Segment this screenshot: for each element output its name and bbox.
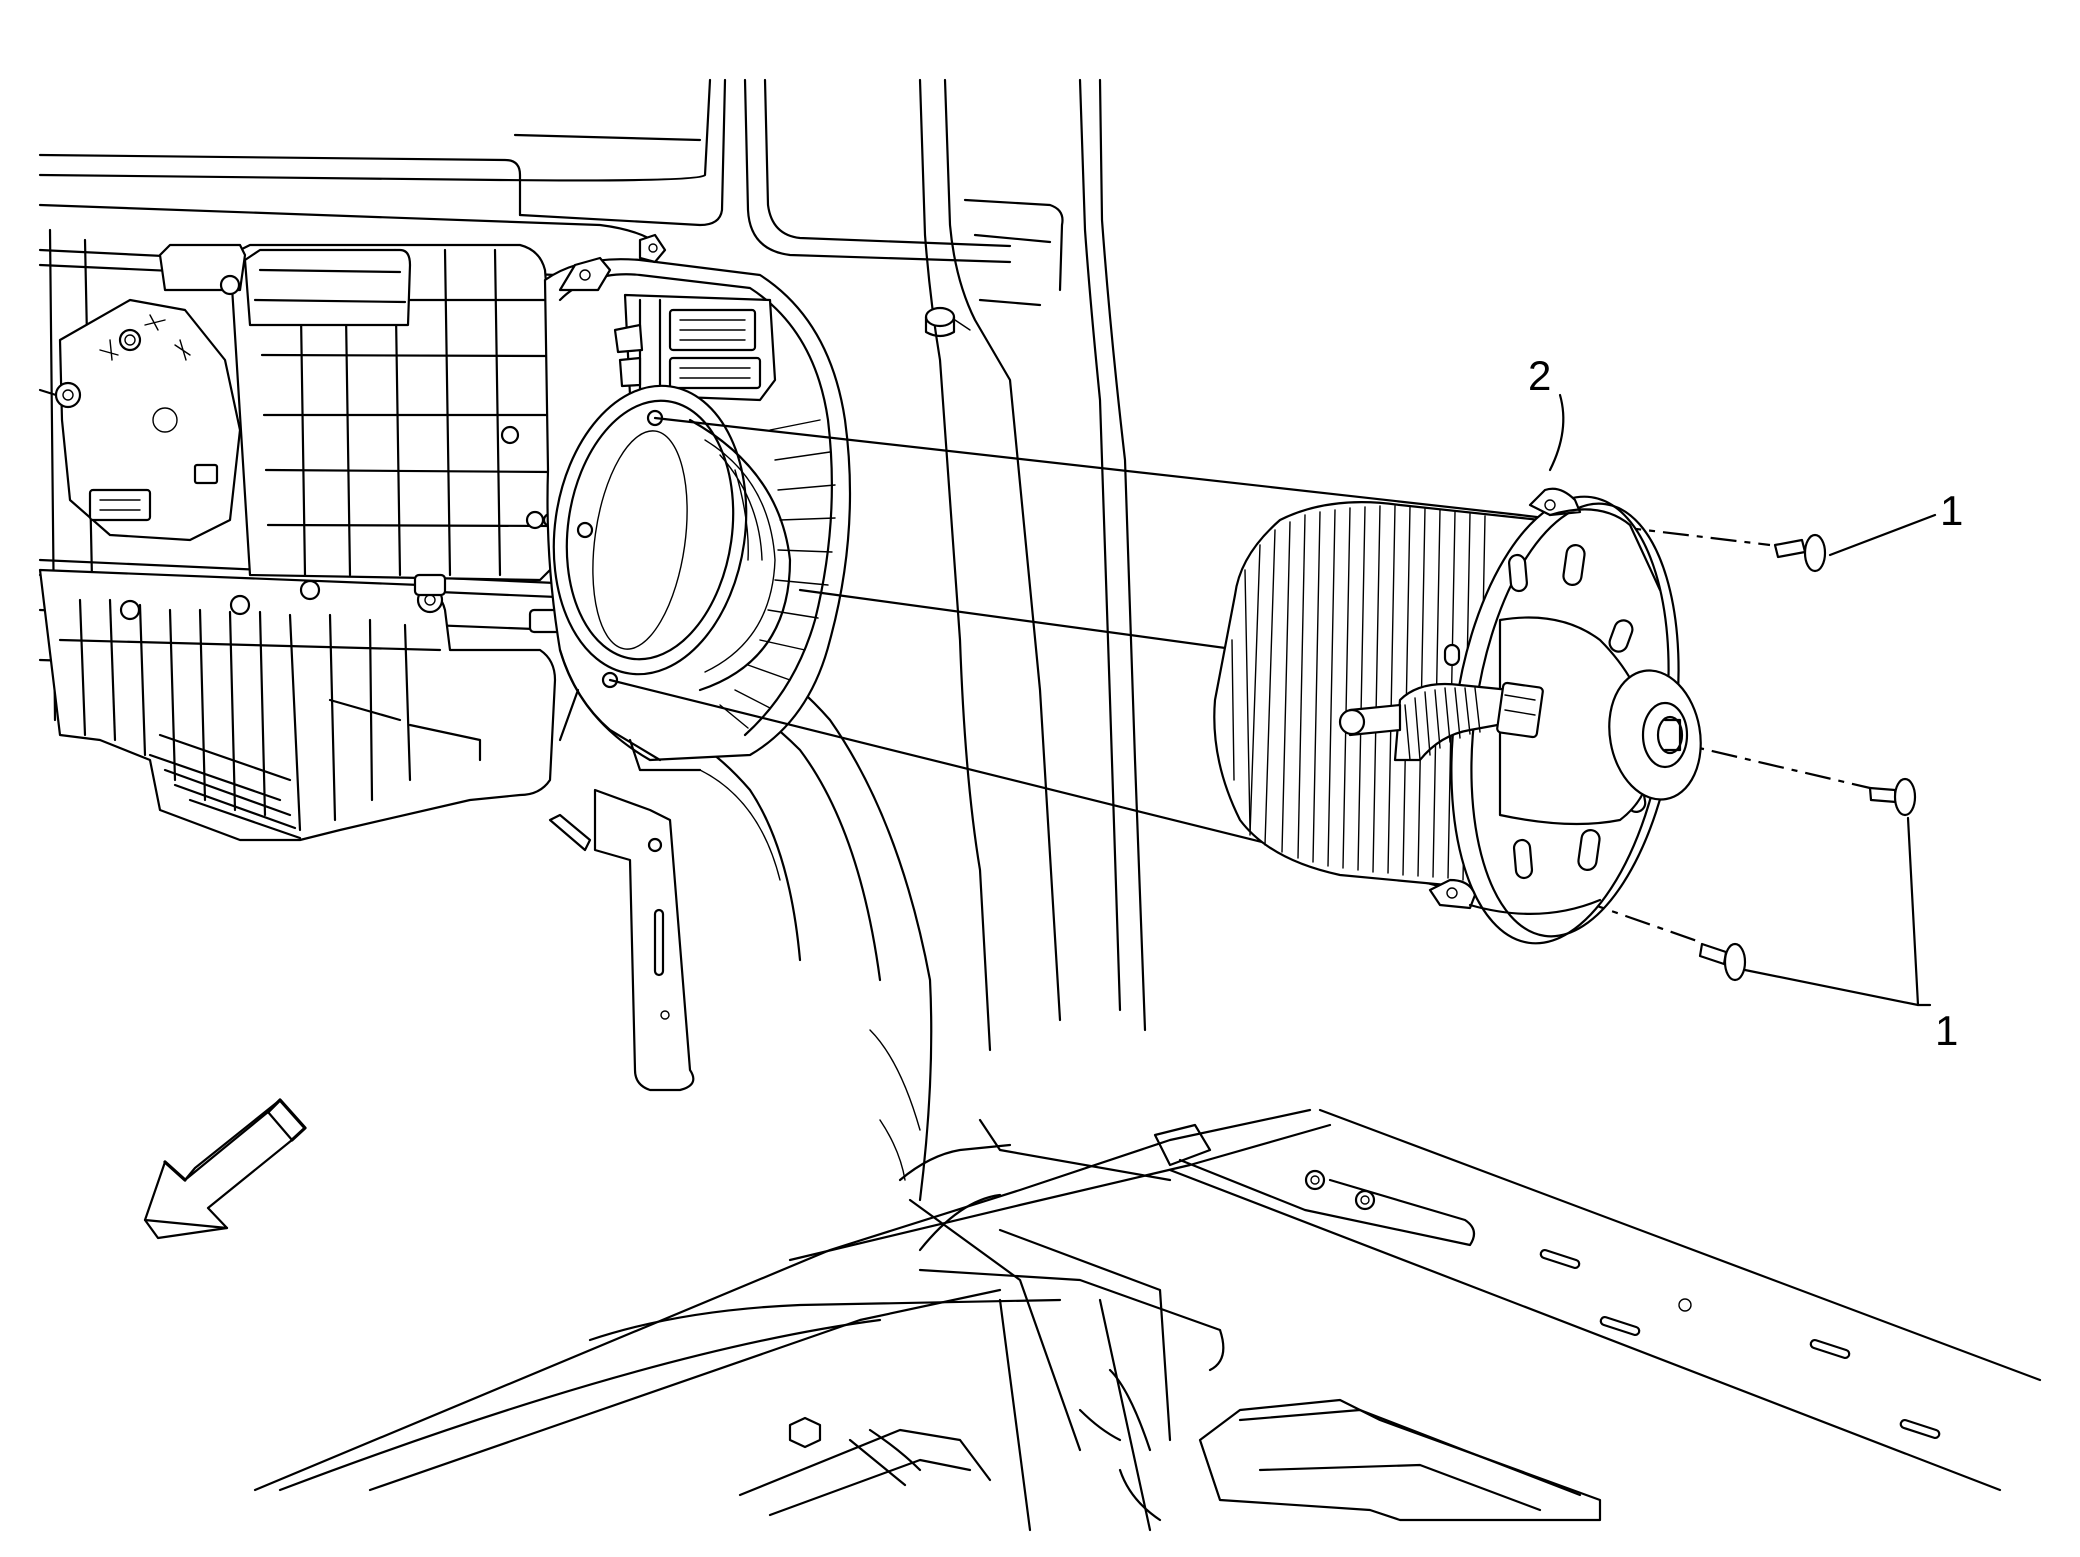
blower-motor-housing (543, 233, 852, 772)
screw-middle (1868, 777, 1917, 817)
leader-lines (1548, 393, 1937, 1007)
hvac-module-housing (38, 228, 602, 842)
vehicle-body-structure (38, 78, 2042, 1532)
screw-bottom (1698, 942, 1747, 982)
callout-2: 2 (1528, 352, 1551, 399)
callout-1-top: 1 (1940, 487, 1963, 534)
front-direction-arrow-icon (143, 1098, 307, 1240)
screw-top (1773, 533, 1827, 573)
callout-labels: 1 1 2 (1528, 352, 1963, 1054)
blower-motor-screws (1698, 533, 1917, 982)
callout-1-bottom: 1 (1935, 1007, 1958, 1054)
blower-motor-fan-assembly (1213, 487, 1702, 945)
